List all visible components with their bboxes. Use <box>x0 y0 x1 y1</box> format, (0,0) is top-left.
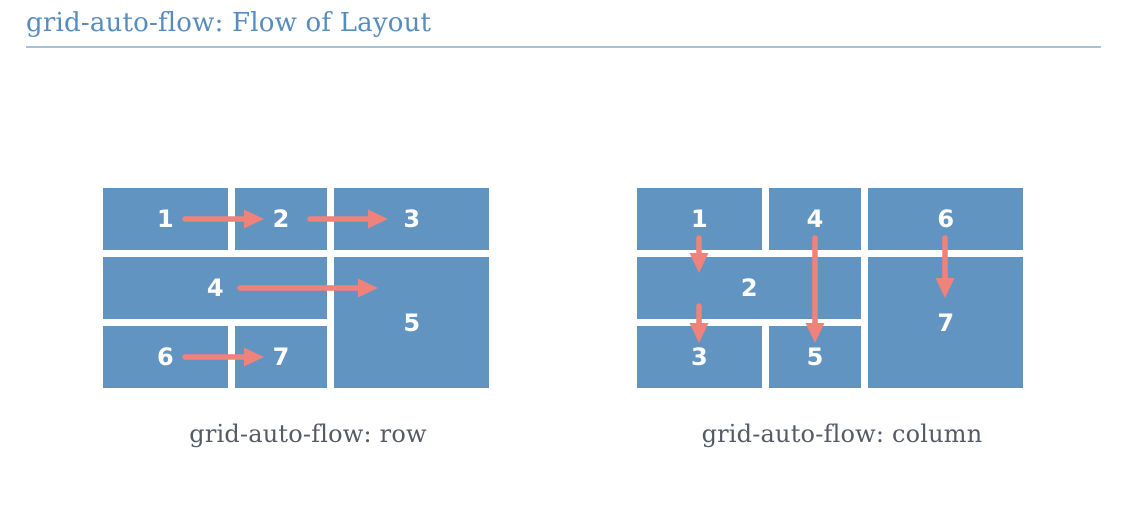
grid-column-flow-cells: 1 4 6 2 7 3 5 <box>637 188 1023 388</box>
page-title: grid-auto-flow: Flow of Layout <box>26 8 432 38</box>
grid-cell-label: 5 <box>806 343 824 371</box>
grid-cell-label: 3 <box>403 205 421 233</box>
grid-column-flow-box: 1 4 6 2 7 3 5 <box>637 188 1023 388</box>
grid-cell-3: 3 <box>334 188 489 250</box>
grid-cell-label: 7 <box>937 308 955 337</box>
grid-row-flow-cells: 1 2 3 4 5 6 7 <box>103 188 489 388</box>
grid-cell-label: 1 <box>156 205 174 233</box>
grid-cell-1: 1 <box>103 188 228 250</box>
grid-cell-label: 3 <box>690 343 708 371</box>
grid-cell-6: 6 <box>868 188 1023 250</box>
grid-cell-3: 3 <box>637 326 762 388</box>
grid-cell-label: 6 <box>937 205 955 233</box>
grid-cell-7: 7 <box>234 326 328 388</box>
grid-cell-label: 7 <box>272 343 290 371</box>
grid-cell-label: 2 <box>272 205 290 233</box>
grid-cell-label: 1 <box>690 205 708 233</box>
grid-row-flow-box: 1 2 3 4 5 6 7 <box>103 188 489 388</box>
grid-cell-1: 1 <box>637 188 762 250</box>
grid-cell-label: 6 <box>156 343 174 371</box>
diagram-grid-auto-flow-row: 1 2 3 4 5 6 7 grid-auto-flow: row <box>103 188 489 448</box>
grid-cell-2: 2 <box>637 257 862 319</box>
title-underline-rule <box>26 46 1101 48</box>
grid-cell-4: 4 <box>768 188 862 250</box>
diagram-grid-auto-flow-column: 1 4 6 2 7 3 5 grid-auto-flow: column <box>637 188 1023 448</box>
grid-cell-7: 7 <box>868 257 1023 388</box>
grid-cell-5: 5 <box>334 257 489 388</box>
grid-cell-2: 2 <box>234 188 328 250</box>
grid-cell-4: 4 <box>103 257 328 319</box>
grid-cell-6: 6 <box>103 326 228 388</box>
grid-cell-label: 4 <box>806 205 824 233</box>
grid-cell-5: 5 <box>768 326 862 388</box>
grid-cell-label: 2 <box>740 274 758 302</box>
caption-grid-auto-flow-row: grid-auto-flow: row <box>189 420 427 448</box>
caption-grid-auto-flow-column: grid-auto-flow: column <box>701 420 983 448</box>
grid-cell-label: 5 <box>403 308 421 337</box>
grid-cell-label: 4 <box>206 274 224 302</box>
